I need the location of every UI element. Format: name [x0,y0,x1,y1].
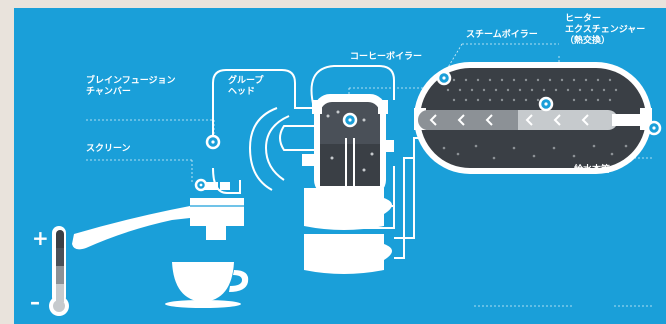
thermometer-minus-sign: – [30,290,40,314]
label-steam-boiler: スチームボイラー [466,30,538,40]
callout-marker-dots [199,76,656,187]
coffee-boiler [302,94,394,196]
label-brew-chamber: ブレインフュージョン チャンバー [86,76,176,97]
label-heat-exchanger: ヒーター エクスチェンジャー （熱交換） [565,14,646,46]
heat-exchanger-tube [418,110,642,130]
boiler-water-dots [442,78,628,160]
thermometer [49,226,69,316]
thermometer-plus-sign: + [32,226,49,250]
coffee-cup [165,262,249,308]
espresso-machine-diagram [49,43,662,316]
label-water-inlet: 給水本管 [574,165,611,175]
group-head-arms [248,107,314,191]
flow-arrows [429,114,589,126]
portafilter [72,198,244,250]
diagram-panel: ブレインフュージョン チャンバー グループ ヘッド スクリーン コーヒーボイラー… [14,8,666,324]
label-coffee-boiler: コーヒーボイラー [350,52,423,62]
pump-housings [304,188,392,274]
label-screen: スクリーン [86,144,131,154]
brew-screen [200,182,230,190]
label-group-head: グループ ヘッド [228,76,264,97]
callout-markers [194,70,662,192]
